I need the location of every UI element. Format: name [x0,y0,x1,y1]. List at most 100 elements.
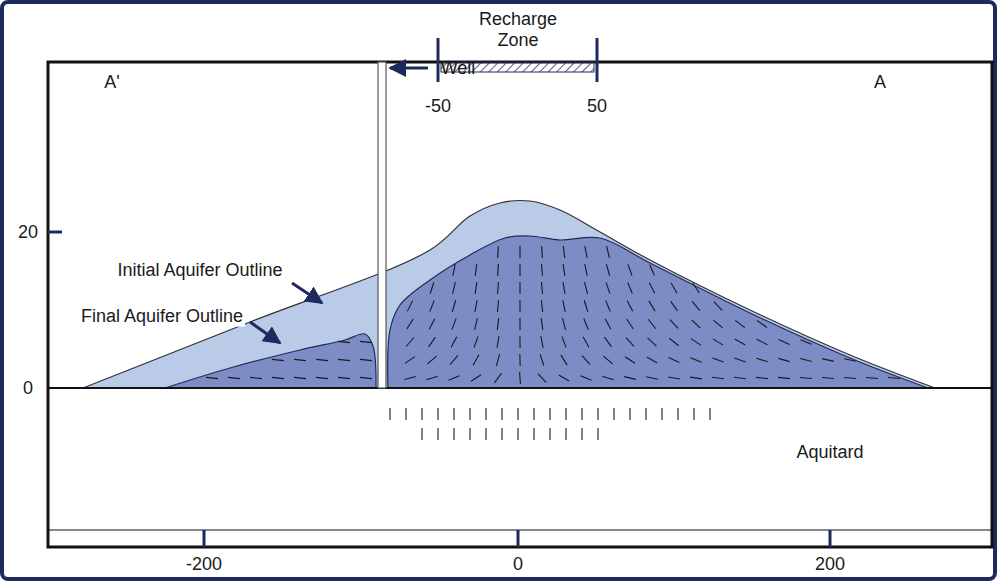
flow-vector [735,320,745,327]
axis-line [48,530,992,531]
flow-vector [563,282,565,294]
flow-vector [757,321,767,328]
flow-vector [541,318,543,330]
flow-vector [538,374,546,383]
flow-vector [360,341,372,342]
flow-vector [517,408,518,420]
flow-vector [779,339,790,344]
flow-vector [475,264,477,276]
recharge-bracket [596,38,599,82]
axis-value: 50 [587,96,607,117]
flow-vector [565,428,566,440]
flow-vector [584,300,588,311]
flow-vector [585,264,588,276]
flow-vector [582,356,590,365]
flow-vector [670,320,678,329]
flow-vector [519,354,520,366]
flow-vector [519,336,520,348]
flow-vector [580,376,591,380]
layer-name: Aquitard [796,442,863,463]
flow-vector [294,377,306,378]
flow-vector [206,377,218,378]
flow-vector [421,408,422,420]
flow-vector [735,339,746,345]
flow-vector [485,428,486,440]
flow-vector [603,356,612,364]
flow-vector [661,408,662,420]
outline-name: Initial Aquifer Outline [117,260,282,281]
flow-vector [541,300,542,312]
flow-vector [360,377,372,378]
flow-vector [756,377,768,378]
flow-vector [581,408,582,420]
leader-arrow [292,283,322,303]
flow-vector [452,318,456,329]
flow-vector [677,408,678,420]
flow-vector [497,300,498,312]
flow-vector [648,319,655,328]
flow-vector [606,300,611,311]
flow-vector [669,338,678,345]
flow-vector [272,377,284,378]
flow-vector [517,428,518,440]
flow-vector [649,283,654,294]
flow-vector [426,376,437,380]
flow-vector [272,359,284,360]
tick [48,231,62,234]
flow-vector [533,428,534,440]
flow-vector [709,408,710,420]
flow-vector [338,341,350,342]
flow-vector [405,408,406,420]
flow-vector [713,320,722,328]
flow-vector [625,357,635,364]
flow-vector [541,264,543,276]
flow-vector [734,358,745,362]
flow-vector [562,318,565,330]
well-name: Well [441,58,476,79]
flow-vector [800,340,811,345]
flow-vector [648,338,657,346]
flow-vector [627,301,632,312]
flow-vector [597,428,598,440]
flow-vector [497,264,499,276]
flow-vector [475,318,478,330]
flow-vector [549,428,550,440]
leader-arrow [390,67,428,70]
flow-vector [497,282,499,294]
flow-vector [671,283,677,293]
flow-vector [712,377,724,379]
flow-vector [690,358,701,363]
flow-vector [497,318,498,330]
flow-vector [519,282,520,294]
flow-vector [844,377,856,379]
flow-vector [649,301,655,311]
flow-vector [541,246,543,258]
flow-vector [714,302,722,311]
flow-vector [822,359,834,362]
flow-vector [540,354,544,365]
axis-value: -200 [186,554,222,575]
flow-vector [407,301,412,312]
flow-vector [645,408,646,420]
flow-vector [646,377,658,379]
flow-vector [453,408,454,420]
flow-vector [563,264,565,276]
flow-vector [316,377,328,378]
flow-vector [626,338,634,347]
flow-vector [561,355,567,365]
flow-vector [563,246,565,258]
flow-vector [453,282,456,294]
flow-vector [650,264,655,275]
flow-vector [475,300,477,312]
axis-value: 200 [815,554,845,575]
flow-vector [448,376,459,381]
flow-vector [474,336,478,347]
flow-vector [597,408,598,420]
flow-vector [519,300,520,312]
flow-vector [389,408,390,420]
flow-vector [429,337,436,347]
flow-vector [533,408,534,420]
flow-vector [430,300,434,311]
